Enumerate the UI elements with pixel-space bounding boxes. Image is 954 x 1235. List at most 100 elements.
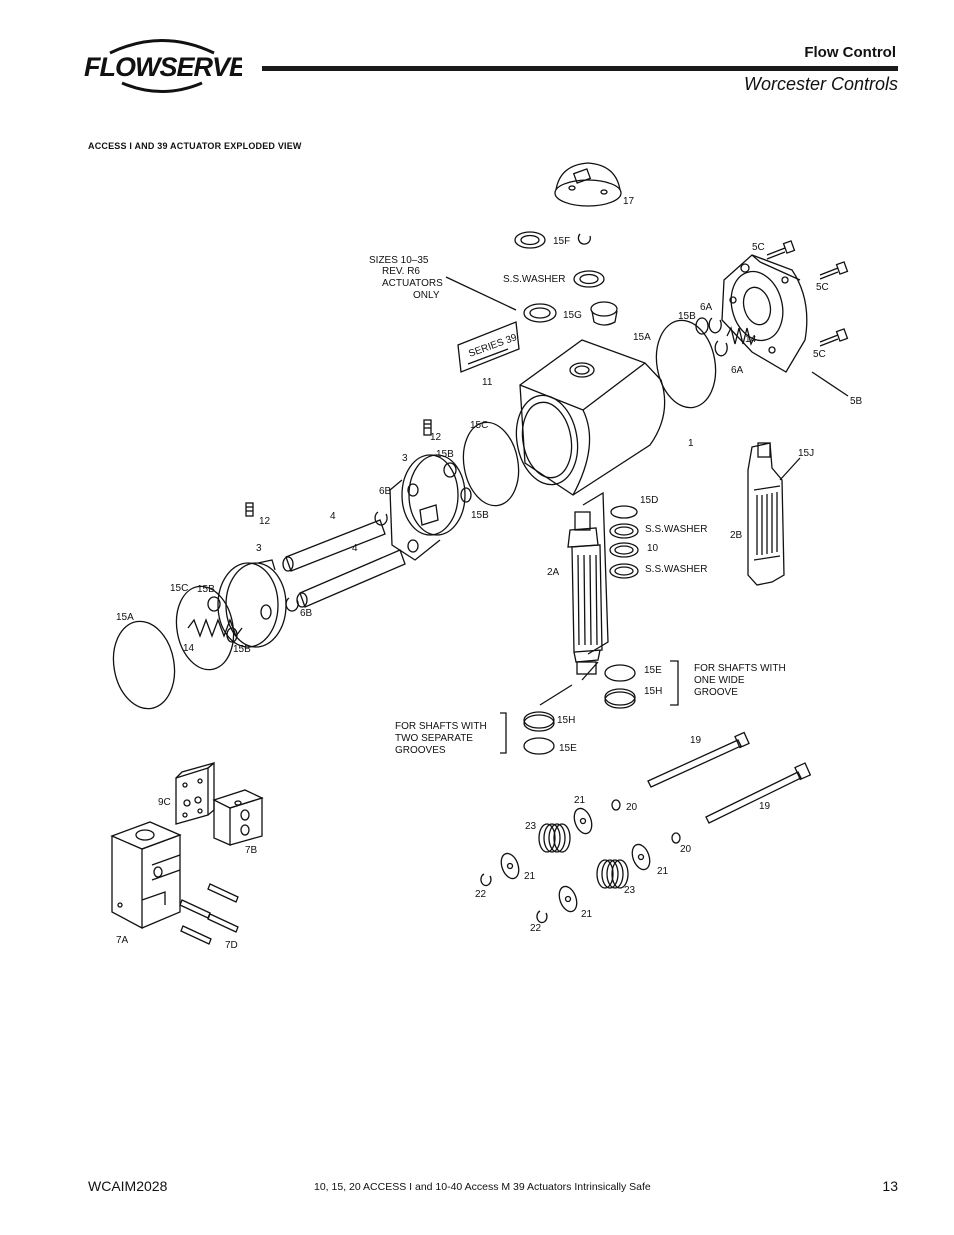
svg-text:10: 10 <box>647 543 659 554</box>
part-15e-oring-right <box>604 664 636 682</box>
part-6b-ring-left <box>285 597 299 612</box>
svg-text:6A: 6A <box>700 302 713 313</box>
svg-text:6A: 6A <box>731 365 744 376</box>
svg-text:GROOVES: GROOVES <box>395 745 446 756</box>
svg-text:15B: 15B <box>233 644 251 655</box>
part-washer-stack <box>609 505 639 579</box>
part-6a-ring-top <box>708 317 722 334</box>
svg-text:20: 20 <box>680 844 692 855</box>
footer-description: 10, 15, 20 ACCESS I and 10-40 Access M 3… <box>314 1181 651 1193</box>
note-two-grooves: FOR SHAFTS WITH TWO SEPARATE GROOVES <box>395 721 487 756</box>
svg-text:15E: 15E <box>559 743 577 754</box>
svg-text:7D: 7D <box>225 940 238 951</box>
part-11-nameplate: SERIES 39 <box>457 321 520 373</box>
flowserve-logo: FLOWSERVE <box>84 39 242 93</box>
svg-text:15J: 15J <box>798 448 814 459</box>
svg-text:15H: 15H <box>644 686 662 697</box>
svg-text:15E: 15E <box>644 665 662 676</box>
svg-text:23: 23 <box>525 821 537 832</box>
svg-text:REV. R6: REV. R6 <box>382 266 420 277</box>
part-15h-ring-right <box>604 688 636 706</box>
svg-text:19: 19 <box>690 735 702 746</box>
part-5c-bolts <box>766 240 849 347</box>
leader-15h <box>539 684 573 706</box>
svg-text:3: 3 <box>402 453 408 464</box>
svg-text:11: 11 <box>482 377 493 388</box>
svg-text:5C: 5C <box>816 282 829 293</box>
svg-text:ACTUATORS: ACTUATORS <box>382 278 443 289</box>
svg-text:S.S.WASHER: S.S.WASHER <box>645 524 707 535</box>
brand-subtitle: Worcester Controls <box>743 74 898 94</box>
svg-text:17: 17 <box>623 196 635 207</box>
part-15h-ring-left <box>523 711 555 729</box>
part-3-piston-left <box>217 559 287 648</box>
svg-text:7B: 7B <box>245 845 258 856</box>
svg-text:FOR SHAFTS WITH: FOR SHAFTS WITH <box>395 721 487 732</box>
part-7b-block <box>212 789 264 846</box>
leader-5b <box>811 371 849 397</box>
part-15g-bearing <box>523 303 557 323</box>
svg-text:7A: 7A <box>116 935 129 946</box>
leader-15e <box>581 661 599 681</box>
page-number: 13 <box>882 1178 898 1194</box>
part-15b-oring-mid <box>443 462 457 478</box>
svg-text:21: 21 <box>657 866 669 877</box>
svg-text:GROOVE: GROOVE <box>694 687 738 698</box>
part-2a-pinion <box>567 511 603 675</box>
part-3-piston-mid <box>389 454 466 561</box>
svg-text:TWO SEPARATE: TWO SEPARATE <box>395 733 473 744</box>
svg-text:4: 4 <box>352 543 358 554</box>
svg-text:14: 14 <box>745 334 757 345</box>
svg-text:12: 12 <box>430 432 442 443</box>
svg-text:5C: 5C <box>813 349 826 360</box>
note-sizes: SIZES 10–35 REV. R6 ACTUATORS ONLY <box>369 255 443 301</box>
svg-text:15D: 15D <box>640 495 658 506</box>
part-5b-end-cap-right <box>721 254 808 373</box>
part-15b-oring-mid2 <box>460 487 472 503</box>
svg-text:15B: 15B <box>197 584 215 595</box>
svg-text:6B: 6B <box>300 608 313 619</box>
svg-text:15B: 15B <box>471 510 489 521</box>
part-1-housing <box>515 339 666 496</box>
svg-text:3: 3 <box>256 543 262 554</box>
header-rule <box>262 66 898 71</box>
svg-text:14: 14 <box>183 643 195 654</box>
svg-text:5C: 5C <box>752 242 765 253</box>
svg-text:19: 19 <box>759 801 771 812</box>
svg-text:SERIES 39: SERIES 39 <box>467 332 519 360</box>
part-7a-manifold <box>110 821 182 930</box>
svg-text:S.S.WASHER: S.S.WASHER <box>503 274 565 285</box>
part-6a-ring-bottom <box>714 340 728 357</box>
svg-text:15A: 15A <box>633 332 651 343</box>
footer-doc-code: WCAIM2028 <box>88 1178 168 1194</box>
part-22-clips <box>480 873 548 924</box>
part-6b-ring-mid <box>374 511 388 526</box>
svg-text:15C: 15C <box>470 420 488 431</box>
svg-text:15B: 15B <box>436 449 454 460</box>
svg-text:FOR SHAFTS WITH: FOR SHAFTS WITH <box>694 663 786 674</box>
part-15f-bearing <box>514 231 592 249</box>
part-bushing <box>590 301 618 326</box>
svg-text:15G: 15G <box>563 310 582 321</box>
part-ss-washer-top <box>573 270 605 288</box>
svg-text:9C: 9C <box>158 797 171 808</box>
svg-text:2A: 2A <box>547 567 560 578</box>
callout-labels: 17 15F S.S.WASHER 15G 15A 15B 6A 6A 14 5… <box>116 196 863 951</box>
part-15a-oring-left <box>112 620 176 710</box>
part-20-balls <box>611 799 681 844</box>
svg-text:2B: 2B <box>730 530 743 541</box>
part-17-indicator <box>554 162 622 207</box>
svg-text:15H: 15H <box>557 715 575 726</box>
bracket-two-grooves <box>500 712 507 754</box>
part-15b-oring-left <box>207 596 221 612</box>
svg-text:22: 22 <box>475 889 487 900</box>
svg-text:SIZES 10–35: SIZES 10–35 <box>369 255 429 266</box>
part-15e-oring-left <box>523 737 555 755</box>
part-12-screw-mid <box>423 419 432 436</box>
note-one-groove: FOR SHAFTS WITH ONE WIDE GROOVE <box>694 663 786 698</box>
part-15b-oring-top <box>695 317 709 335</box>
svg-text:15C: 15C <box>170 583 188 594</box>
svg-text:21: 21 <box>581 909 593 920</box>
svg-text:21: 21 <box>574 795 586 806</box>
division-title: Flow Control <box>804 44 896 61</box>
